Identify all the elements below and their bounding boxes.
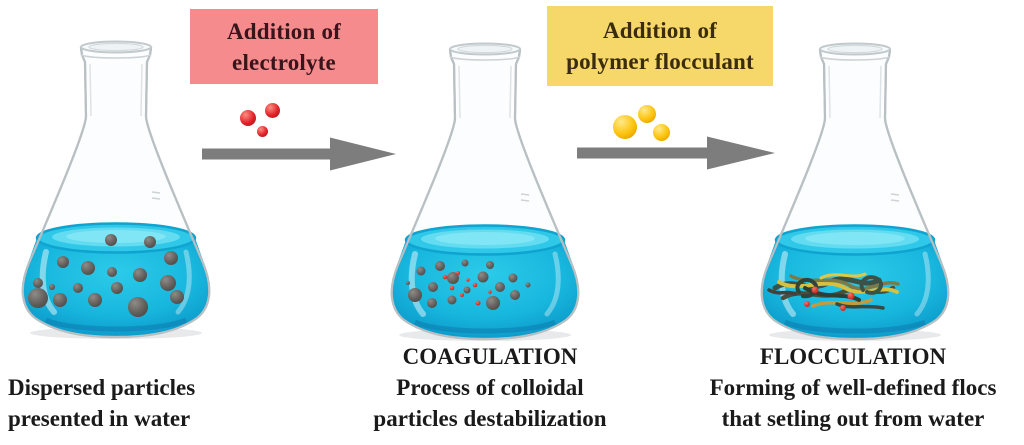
electrolyte-dot-icon (265, 103, 280, 118)
flocculant-dot-icon (653, 124, 670, 141)
stage3-caption: FLOCCULATION Forming of well-defined flo… (678, 341, 1024, 434)
flask-coagulation (385, 42, 585, 342)
flask-dispersed-particles (16, 40, 216, 340)
flocculant-label: Addition of polymer flocculant (547, 6, 773, 86)
arrow-right-icon (202, 137, 396, 171)
erlenmeyer-flask-icon (16, 40, 216, 340)
flocculant-dot-icon (638, 105, 656, 123)
erlenmeyer-flask-icon (755, 42, 955, 342)
stage3-title: FLOCCULATION (759, 344, 947, 369)
floc-red-dots-group (804, 286, 855, 311)
stage1-caption-line1: Dispersed particles (8, 375, 196, 400)
flocculant-label-line1: Addition of (602, 18, 718, 43)
arrow-right-icon (577, 136, 775, 170)
flask-flocculation (755, 42, 955, 342)
stage2-title: COAGULATION (402, 344, 578, 369)
electrolyte-dot-icon (240, 110, 256, 126)
stage2-caption-line2: particles destabilization (373, 406, 607, 431)
electrolyte-label-line1: Addition of (226, 18, 342, 44)
stage2-caption: COAGULATION Process of colloidal particl… (323, 341, 657, 434)
stage2-caption-line1: Process of colloidal (396, 375, 584, 400)
flocculant-dot-icon (613, 115, 637, 139)
stage3-caption-line2: that setling out from water (721, 406, 985, 431)
coagulated-particles-group (406, 259, 531, 310)
stage1-caption-line2: presented in water (8, 406, 191, 431)
electrolyte-dot-icon (257, 126, 268, 137)
electrolyte-label: Addition of electrolyte (190, 9, 378, 84)
erlenmeyer-flask-icon (385, 42, 585, 342)
stage3-caption-line1: Forming of well-defined flocs (709, 375, 997, 400)
dispersed-particles-group (28, 234, 184, 317)
stage1-caption: Dispersed particles presented in water (8, 372, 258, 434)
floc-strands-group (767, 272, 900, 310)
electrolyte-label-line2: electrolyte (232, 49, 336, 75)
flocculant-label-line2: polymer flocculant (566, 49, 754, 74)
